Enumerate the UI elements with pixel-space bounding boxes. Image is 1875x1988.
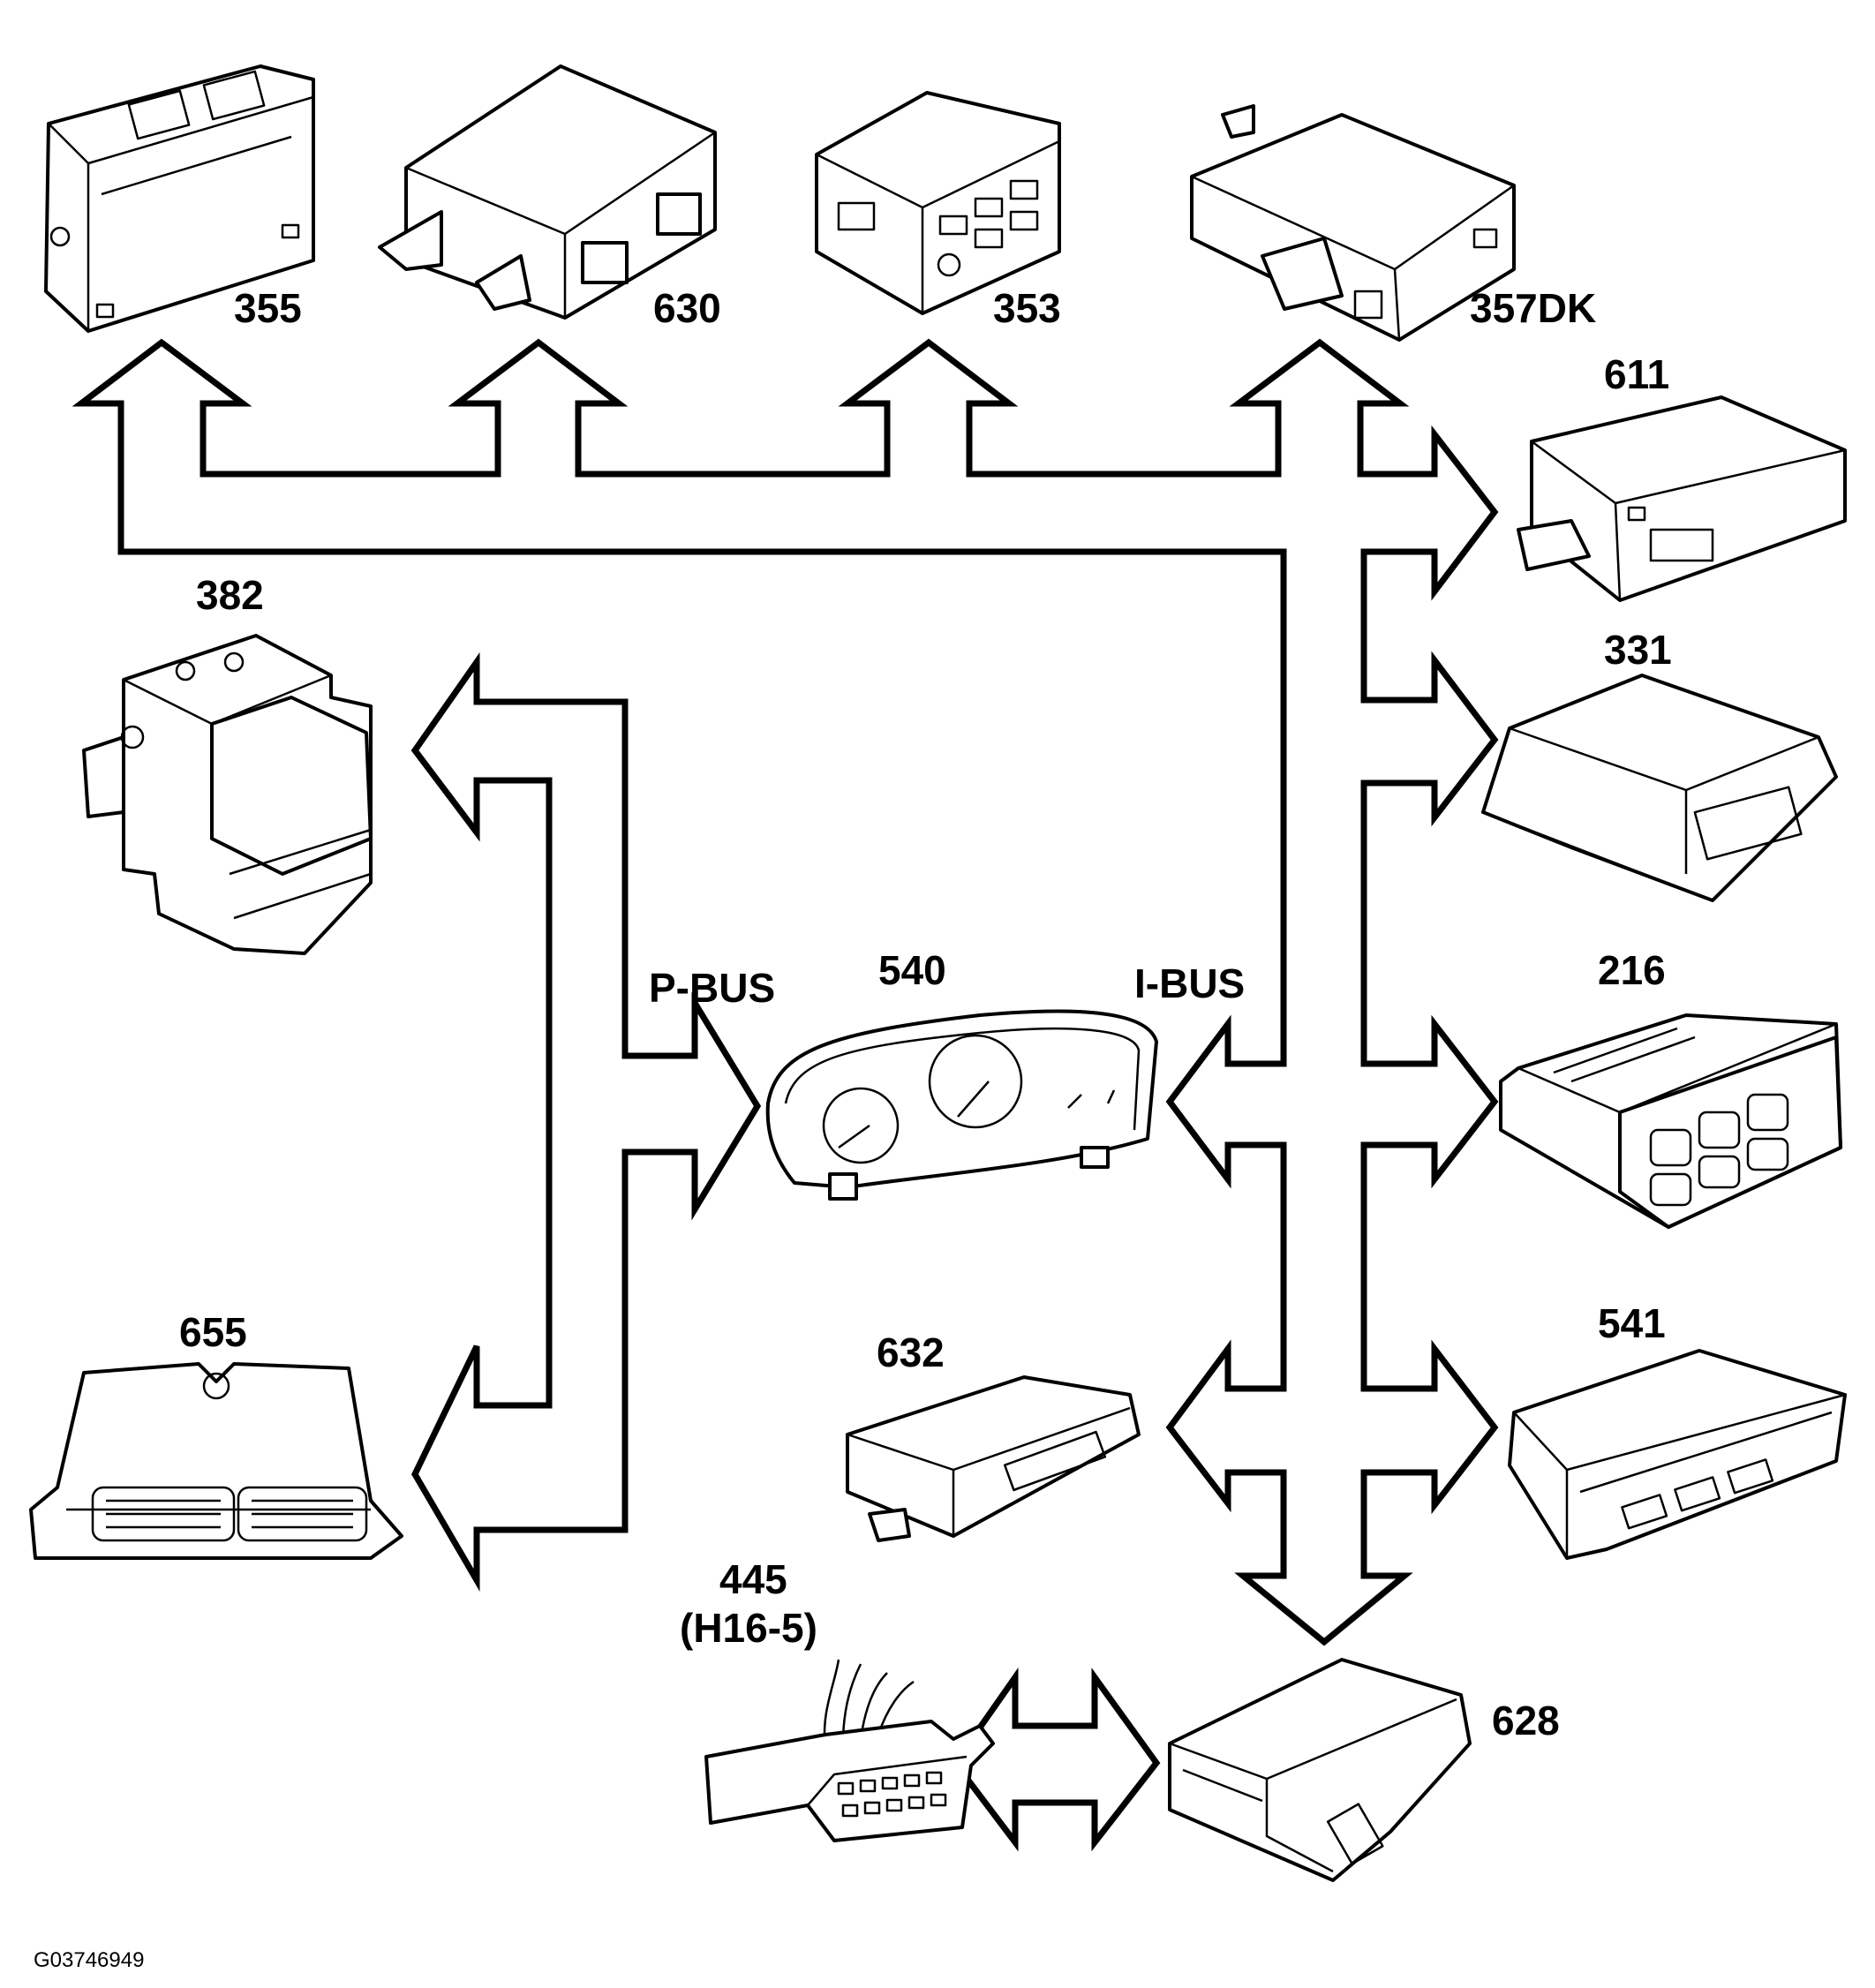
m382-module-icon — [82, 634, 373, 955]
i-bus-label: I-BUS — [1134, 960, 1245, 1006]
m611-label: 611 — [1604, 351, 1669, 397]
m216-module-icon — [1499, 1013, 1842, 1229]
m353-module-icon — [815, 91, 1061, 315]
m382-label: 382 — [196, 572, 264, 618]
figure-id: G03746949 — [34, 1948, 144, 1972]
m632-label: 632 — [877, 1329, 945, 1375]
m540-module-icon — [765, 1009, 1158, 1201]
m355-label: 355 — [234, 285, 302, 331]
m541-label: 541 — [1598, 1300, 1666, 1346]
m331-module-icon — [1481, 674, 1838, 902]
m630-module-icon — [378, 64, 717, 320]
i-bus-arrow-network — [72, 338, 1499, 1646]
m632-module-icon — [846, 1375, 1141, 1542]
m628-label: 628 — [1492, 1698, 1560, 1743]
p-bus-arrow-network — [410, 651, 762, 1592]
diagnostic-double-arrow — [951, 1667, 1161, 1852]
p-bus-label: P-BUS — [649, 965, 775, 1011]
m655-module-icon — [29, 1362, 403, 1560]
m628-module-icon — [1168, 1658, 1472, 1882]
m331-label: 331 — [1604, 627, 1672, 673]
m445-module-icon — [704, 1659, 995, 1842]
m630-label: 630 — [653, 285, 721, 331]
m445-sub-label: (H16-5) — [680, 1605, 817, 1651]
m357-label: 357DK — [1470, 285, 1596, 331]
m540-label: 540 — [878, 947, 946, 993]
m541-module-icon — [1508, 1349, 1847, 1560]
m353-label: 353 — [993, 285, 1061, 331]
m611-module-icon — [1517, 395, 1847, 602]
m216-label: 216 — [1598, 947, 1666, 993]
m355-module-icon — [44, 64, 315, 333]
m655-label: 655 — [179, 1309, 247, 1355]
m445-label: 445 — [719, 1556, 787, 1602]
m357-module-icon — [1190, 104, 1516, 342]
